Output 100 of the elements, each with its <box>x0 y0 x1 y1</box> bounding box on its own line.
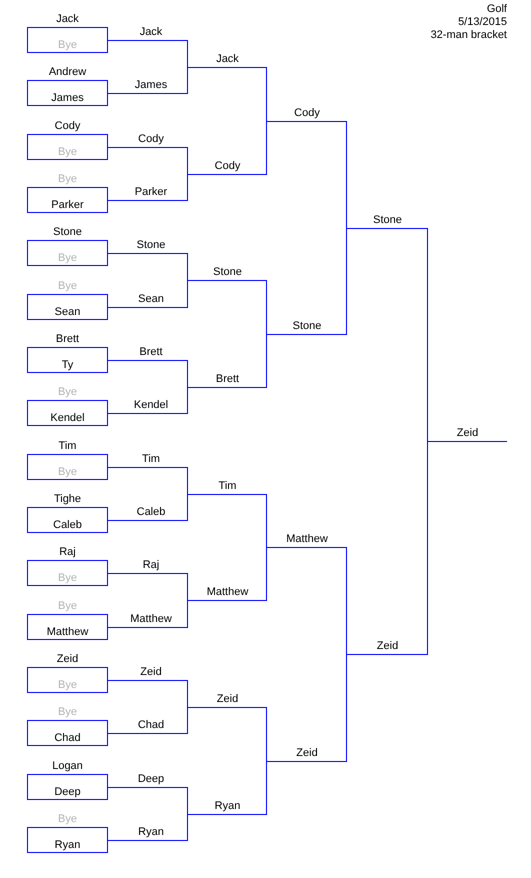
bracket-slot: Cody <box>114 132 188 148</box>
bracket-line <box>266 761 267 815</box>
bracket-slot: Zeid <box>347 639 428 655</box>
player-name: Zeid <box>56 653 80 666</box>
bracket-line <box>266 494 267 548</box>
player-name: James <box>50 92 85 105</box>
player-name: Bye <box>57 146 78 159</box>
player-name: Logan <box>51 760 84 773</box>
bracket-line <box>187 253 188 281</box>
bracket-slot: James <box>114 78 188 94</box>
player-name: Chad <box>53 732 82 745</box>
player-name: Sean <box>54 306 82 319</box>
header-note: 32-man bracket <box>430 29 507 42</box>
bracket-slot: Ryan <box>114 825 188 841</box>
player-name: Andrew <box>48 66 88 79</box>
bracket-slot: Matthew <box>188 585 267 601</box>
bracket-slot: Stone <box>267 319 347 335</box>
connector-line <box>108 733 114 734</box>
bracket-slot: Jack <box>188 52 267 68</box>
connector-line <box>108 360 114 361</box>
bracket-slot: Zeid <box>188 692 267 708</box>
connector-line <box>108 147 114 148</box>
bracket-slot: Cody <box>267 106 347 122</box>
bracket-line <box>187 360 188 388</box>
bracket-line <box>266 121 267 175</box>
bracket-line <box>346 547 347 655</box>
bracket-line <box>187 573 188 601</box>
bracket-slot: Caleb <box>114 505 188 521</box>
player-name: Tighe <box>52 493 82 506</box>
player-name: Jack <box>55 13 80 26</box>
player-name: Bye <box>57 466 78 479</box>
bracket-slot: Sean <box>114 292 188 308</box>
connector-line <box>108 93 114 94</box>
player-name: Ty <box>60 359 74 372</box>
bracket-slot: Brett <box>114 345 188 361</box>
player-name: Bye <box>57 813 78 826</box>
player-name: Parker <box>50 199 85 212</box>
bracket-slot: Stone <box>347 213 428 229</box>
bracket-slot: Deep <box>114 772 188 788</box>
player-name: Ryan <box>54 839 82 852</box>
bracket-slot: Jack <box>114 25 188 41</box>
bracket-line <box>187 147 188 175</box>
player-name: Matthew <box>46 626 90 639</box>
player-name: Stone <box>52 226 83 239</box>
bracket-line <box>187 174 188 201</box>
bracket-line <box>266 547 267 601</box>
player-name: Bye <box>57 572 78 585</box>
bracket-line <box>346 121 347 229</box>
bracket-line <box>187 67 188 94</box>
bracket-line <box>187 707 188 734</box>
connector-line <box>108 253 114 254</box>
bracket-line <box>266 707 267 762</box>
connector-line <box>108 307 114 308</box>
bracket-slot: Stone <box>188 265 267 281</box>
bracket-slot: Zeid <box>267 746 347 762</box>
bracket-slot: Kendel <box>114 398 188 414</box>
bracket-slot: Matthew <box>114 612 188 628</box>
header-note: 5/13/2015 <box>458 16 507 29</box>
bracket-line <box>187 814 188 841</box>
bracket-line <box>187 600 188 628</box>
connector-line <box>108 787 114 788</box>
player-name: Bye <box>57 600 78 613</box>
bracket-line <box>187 787 188 815</box>
player-name: Cody <box>54 120 82 133</box>
player-name: Deep <box>53 786 82 799</box>
connector-line <box>108 520 114 521</box>
player-name: Caleb <box>52 519 83 532</box>
connector-line <box>108 840 114 841</box>
bracket-slot: Stone <box>114 238 188 254</box>
bracket-slot: Parker <box>114 185 188 201</box>
player-name: Tim <box>58 440 78 453</box>
connector-line <box>108 200 114 201</box>
player-name: Raj <box>58 546 77 559</box>
player-name: Bye <box>57 280 78 293</box>
bracket-line <box>187 40 188 68</box>
player-name: Kendel <box>49 412 86 425</box>
connector-line <box>108 573 114 574</box>
bracket-line <box>427 441 428 655</box>
bracket-slot: Ryan <box>188 799 267 815</box>
player-name: Bye <box>57 679 78 692</box>
player-name: Bye <box>57 39 78 52</box>
player-name: Bye <box>57 706 78 719</box>
bracket-line <box>187 494 188 521</box>
player-name: Bye <box>57 386 78 399</box>
bracket-slot: Brett <box>188 372 267 388</box>
bracket-line <box>266 334 267 388</box>
bracket-slot: Cody <box>188 159 267 175</box>
connector-line <box>108 40 114 41</box>
bracket-slot: Matthew <box>267 532 347 548</box>
connector-line <box>108 627 114 628</box>
bracket-slot: Tim <box>114 452 188 468</box>
bracket-line <box>427 228 428 442</box>
bracket-line <box>346 228 347 335</box>
bracket-slot: Zeid <box>428 426 507 442</box>
bracket-line <box>346 654 347 762</box>
bracket-slot: Zeid <box>114 665 188 681</box>
player-name: Bye <box>57 252 78 265</box>
bracket-line <box>187 680 188 708</box>
connector-line <box>108 467 114 468</box>
player-name: Bye <box>57 173 78 186</box>
